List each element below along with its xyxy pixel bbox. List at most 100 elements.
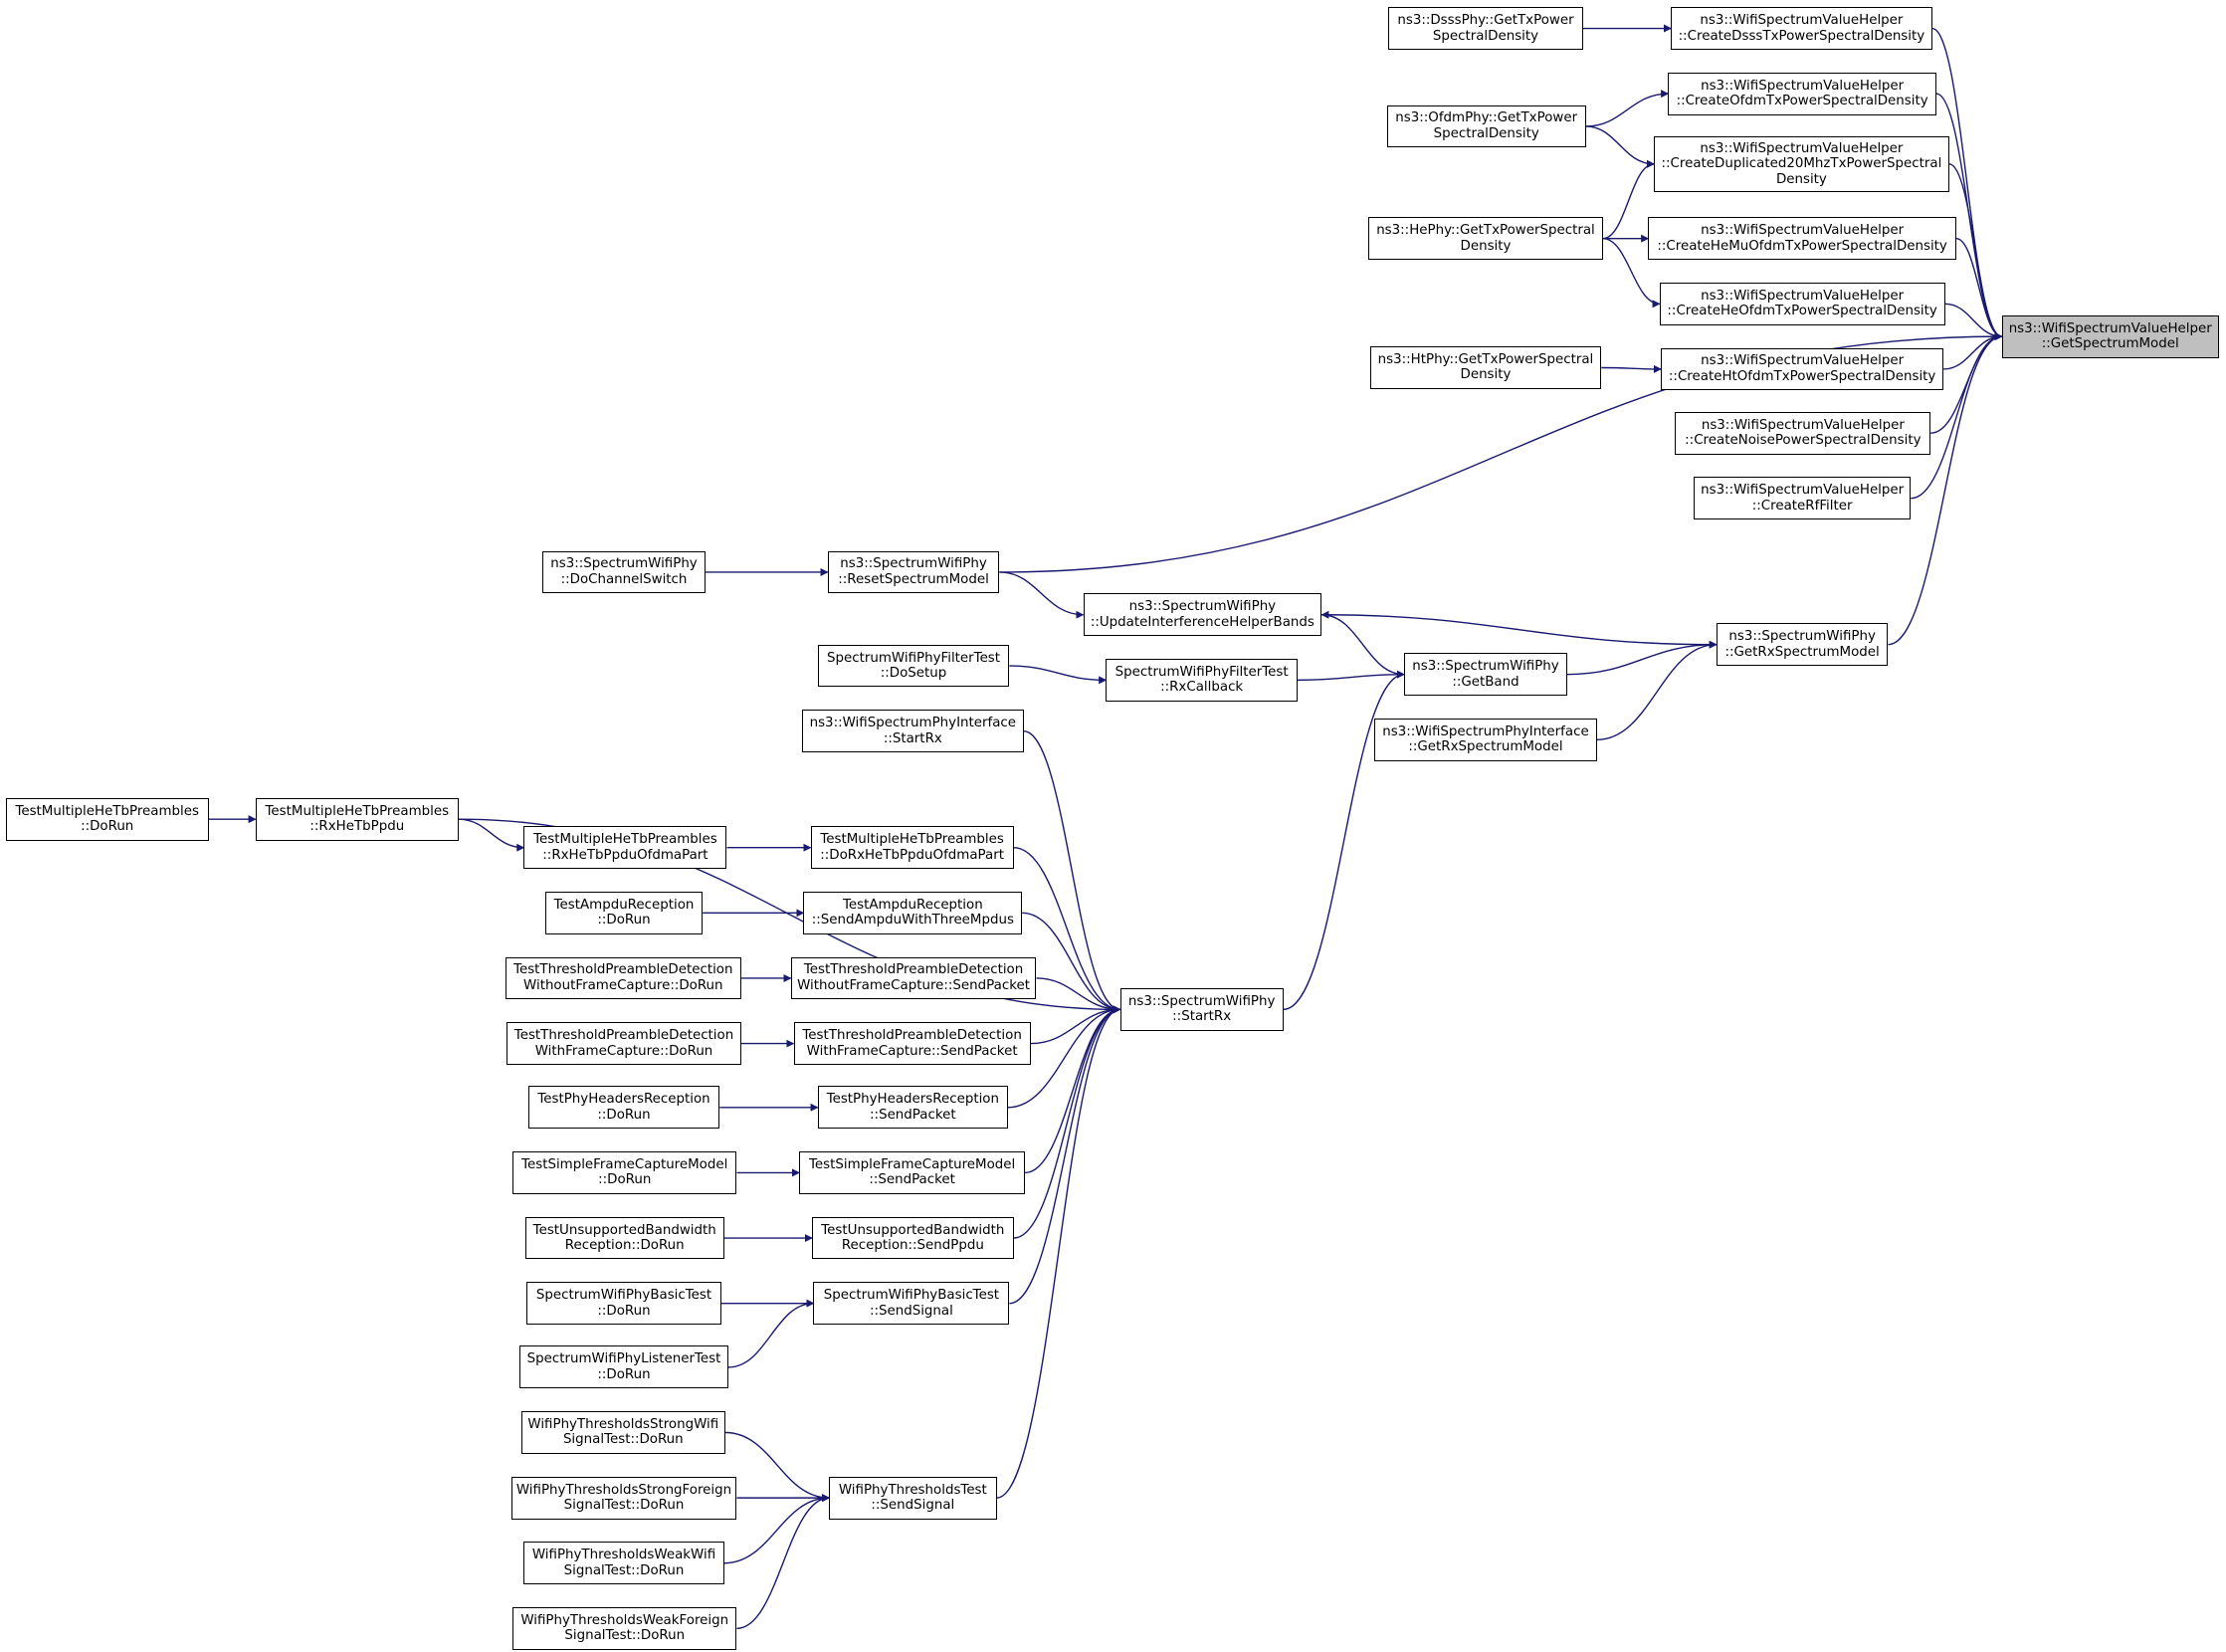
call-edge <box>999 571 1085 619</box>
call-edge <box>1601 364 1662 373</box>
graph-node[interactable]: ns3::WifiSpectrumPhyInterface::StartRx <box>802 710 1024 753</box>
call-edge <box>1911 332 2003 500</box>
node-label-line: TestSimpleFrameCaptureModel <box>808 1156 1016 1172</box>
node-label-line: SpectrumWifiPhyFilterTest <box>827 650 1001 666</box>
node-label-line: ns3::SpectrumWifiPhy <box>1128 599 1277 615</box>
graph-node[interactable]: SpectrumWifiPhyFilterTest::DoSetup <box>817 644 1010 688</box>
call-edge <box>1602 237 1661 309</box>
graph-node[interactable]: TestMultipleHeTbPreambles::DoRxHeTbPpduO… <box>810 826 1014 870</box>
node-label-line: TestAmpduReception <box>553 897 695 913</box>
node-label-line: ::DoRun <box>597 1303 651 1319</box>
node-label-line: ns3::SpectrumWifiPhy <box>1728 629 1876 645</box>
graph-node[interactable]: SpectrumWifiPhyFilterTest::RxCallback <box>1106 658 1298 702</box>
node-label-line: TestThresholdPreambleDetection <box>513 1028 734 1044</box>
graph-node[interactable]: ns3::WifiSpectrumValueHelper::CreateDsss… <box>1671 7 1932 50</box>
graph-node[interactable]: ns3::WifiSpectrumValueHelper::CreateNois… <box>1675 411 1931 455</box>
graph-node[interactable]: WifiPhyThresholdsTest::SendSignal <box>829 1476 997 1520</box>
node-label-line: SpectrumWifiPhyFilterTest <box>1114 664 1289 680</box>
graph-node[interactable]: SpectrumWifiPhyListenerTest::DoRun <box>519 1345 728 1389</box>
node-label-line: ::StartRx <box>883 730 942 746</box>
node-label-line: TestAmpduReception <box>842 897 983 913</box>
node-label-line: ::DoRun <box>597 1107 651 1123</box>
graph-node[interactable]: ns3::SpectrumWifiPhy::UpdateInterference… <box>1083 593 1322 637</box>
graph-node[interactable]: ns3::SpectrumWifiPhy::GetRxSpectrumModel <box>1716 623 1889 667</box>
node-label-line: ::DoRun <box>597 1366 651 1382</box>
graph-node[interactable]: SpectrumWifiPhyBasicTest::DoRun <box>526 1282 721 1326</box>
graph-node[interactable]: ns3::WifiSpectrumValueHelper::CreateHeOf… <box>1659 282 1945 325</box>
node-label-line: ::CreateDuplicated20MhzTxPowerSpectral <box>1661 156 1942 172</box>
node-label-line: ::RxCallback <box>1160 680 1244 696</box>
graph-node[interactable]: SpectrumWifiPhyBasicTest::SendSignal <box>813 1282 1010 1326</box>
call-edge <box>1948 163 2003 341</box>
graph-node[interactable]: TestPhyHeadersReception::DoRun <box>527 1086 720 1130</box>
node-label-line: TestThresholdPreambleDetection <box>803 962 1024 978</box>
call-edge <box>458 818 525 852</box>
call-edge <box>1009 1005 1121 1305</box>
call-edge <box>1585 125 1655 168</box>
graph-node[interactable]: ns3::SpectrumWifiPhy::GetBand <box>1403 653 1568 697</box>
node-label-line: WifiPhyThresholdsTest <box>838 1482 987 1498</box>
graph-node[interactable]: ns3::WifiSpectrumValueHelper::CreateHtOf… <box>1661 347 1944 391</box>
graph-node[interactable]: ns3::WifiSpectrumValueHelper::CreateRfFi… <box>1694 477 1912 520</box>
graph-node[interactable]: ns3::SpectrumWifiPhy::ResetSpectrumModel <box>827 550 1000 594</box>
graph-node[interactable]: TestMultipleHeTbPreambles::DoRun <box>5 797 209 841</box>
node-label-line: ns3::SpectrumWifiPhy <box>1127 993 1276 1009</box>
call-edge <box>1567 640 1718 676</box>
graph-node[interactable]: ns3::WifiSpectrumValueHelper::CreateHeMu… <box>1648 217 1956 261</box>
graph-node[interactable]: ns3::SpectrumWifiPhy::StartRx <box>1119 987 1284 1031</box>
graph-node[interactable]: ns3::SpectrumWifiPhy::DoChannelSwitch <box>541 550 707 594</box>
graph-node[interactable]: ns3::WifiSpectrumPhyInterface::GetRxSpec… <box>1374 718 1597 761</box>
graph-node[interactable]: TestPhyHeadersReception::SendPacket <box>817 1086 1008 1130</box>
call-edge <box>1013 847 1121 1014</box>
graph-node[interactable]: ns3::WifiSpectrumValueHelper::CreateOfdm… <box>1668 72 1936 115</box>
node-label-line: ns3::WifiSpectrumValueHelper <box>1700 13 1904 29</box>
node-label-line: ::DoRun <box>597 913 651 929</box>
graph-node[interactable]: TestMultipleHeTbPreambles::RxHeTbPpduOfd… <box>523 826 727 870</box>
node-label-line: ns3::WifiSpectrumPhyInterface <box>809 716 1017 731</box>
node-label-line: ns3::DsssPhy::GetTxPower <box>1397 13 1574 29</box>
node-label-line: SignalTest::DoRun <box>564 1628 686 1644</box>
graph-node[interactable]: TestSimpleFrameCaptureModel::SendPacket <box>799 1151 1026 1194</box>
call-edge <box>1955 237 2003 341</box>
node-label-line: ::CreateRfFilter <box>1751 498 1853 514</box>
call-edge <box>1036 977 1121 1014</box>
node-label-line: TestPhyHeadersReception <box>537 1092 710 1108</box>
node-label-line: TestUnsupportedBandwidth <box>532 1222 716 1238</box>
node-label-line: WithFrameCapture::SendPacket <box>806 1043 1018 1059</box>
node-label-line: ns3::WifiSpectrumValueHelper <box>1701 417 1905 433</box>
node-label-line: Density <box>1460 238 1512 254</box>
call-edge <box>1297 670 1405 682</box>
call-edge <box>1944 303 2003 341</box>
node-label-line: ::RxHeTbPpdu <box>309 819 405 835</box>
focus-node[interactable]: ns3::WifiSpectrumValueHelper::GetSpectru… <box>2001 314 2219 358</box>
graph-node[interactable]: TestAmpduReception::DoRun <box>544 891 704 934</box>
node-label-line: SignalTest::DoRun <box>563 1562 685 1578</box>
node-label-line: ::UpdateInterferenceHelperBands <box>1090 614 1315 630</box>
graph-node[interactable]: TestAmpduReception::SendAmpduWithThreeMp… <box>803 891 1023 934</box>
node-label-line: ::SendPacket <box>869 1172 955 1188</box>
node-label-line: WithoutFrameCapture::DoRun <box>523 977 723 993</box>
node-label-line: ::SendPacket <box>870 1107 956 1123</box>
node-label-line: ::GetRxSpectrumModel <box>1724 644 1880 660</box>
node-label-line: ns3::WifiSpectrumValueHelper <box>1701 78 1905 94</box>
graph-node[interactable]: ns3::WifiSpectrumValueHelper::CreateDupl… <box>1654 135 1949 192</box>
node-label-line: WithFrameCapture::DoRun <box>534 1043 713 1059</box>
node-label-line: Density <box>1775 171 1827 187</box>
graph-node[interactable]: TestSimpleFrameCaptureModel::DoRun <box>512 1151 737 1194</box>
node-label-line: WifiPhyThresholdsWeakForeign <box>520 1612 729 1628</box>
graph-node[interactable]: TestMultipleHeTbPreambles::RxHeTbPpdu <box>255 797 459 841</box>
